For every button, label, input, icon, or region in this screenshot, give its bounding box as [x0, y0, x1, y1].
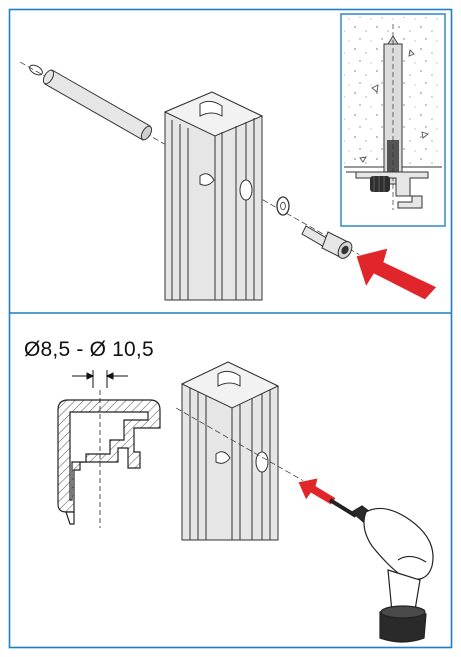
post-profile-top	[163, 91, 264, 301]
socket-cap-screw	[301, 225, 353, 259]
concrete-aggregate	[359, 49, 429, 163]
sleeve-end-outline	[29, 64, 43, 76]
dimension-label: Ø8,5 - Ø 10,5	[24, 338, 154, 361]
profile-cross-section	[57, 390, 161, 528]
knurled-nut	[370, 176, 390, 192]
power-drill	[328, 498, 434, 643]
dimension-arrows	[72, 370, 128, 388]
bottom-panel	[57, 361, 434, 643]
top-panel	[19, 13, 446, 301]
post-profile-bottom	[180, 361, 280, 541]
insert-direction-arrow	[355, 247, 438, 301]
